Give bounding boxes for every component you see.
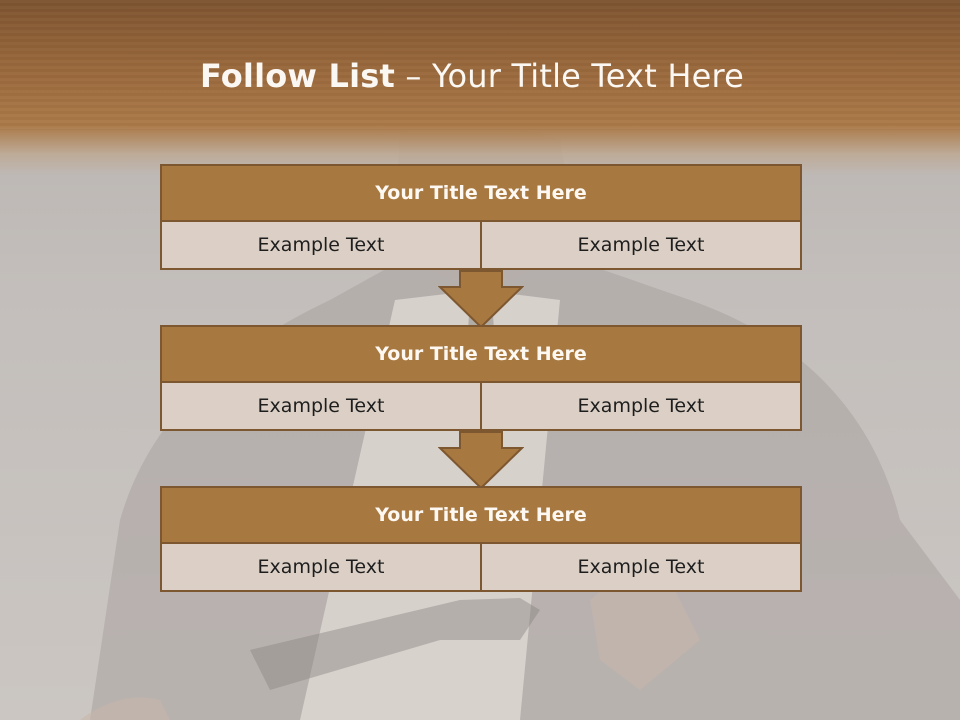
slide-title-rest: – Your Title Text Here (395, 57, 745, 95)
hand-left (80, 697, 170, 720)
list-block-3: Your Title Text Here Example Text Exampl… (160, 486, 802, 592)
down-arrow-icon (438, 270, 524, 329)
block-title[interactable]: Your Title Text Here (160, 486, 802, 544)
block-title[interactable]: Your Title Text Here (160, 164, 802, 222)
block-cell-left[interactable]: Example Text (160, 542, 482, 592)
list-block-1: Your Title Text Here Example Text Exampl… (160, 164, 802, 270)
block-row: Example Text Example Text (160, 381, 802, 431)
block-cell-left[interactable]: Example Text (160, 220, 482, 270)
block-title[interactable]: Your Title Text Here (160, 325, 802, 383)
block-cell-right[interactable]: Example Text (480, 381, 802, 431)
block-cell-left[interactable]: Example Text (160, 381, 482, 431)
block-cell-right[interactable]: Example Text (480, 220, 802, 270)
hand-right (590, 577, 700, 690)
block-row: Example Text Example Text (160, 220, 802, 270)
block-row: Example Text Example Text (160, 542, 802, 592)
list-block-2: Your Title Text Here Example Text Exampl… (160, 325, 802, 431)
down-arrow-icon (438, 431, 524, 490)
header-band (0, 0, 960, 175)
slide-title: Follow List – Your Title Text Here (0, 56, 944, 96)
block-cell-right[interactable]: Example Text (480, 542, 802, 592)
slide-title-bold: Follow List (199, 57, 396, 95)
pistol (250, 598, 540, 690)
